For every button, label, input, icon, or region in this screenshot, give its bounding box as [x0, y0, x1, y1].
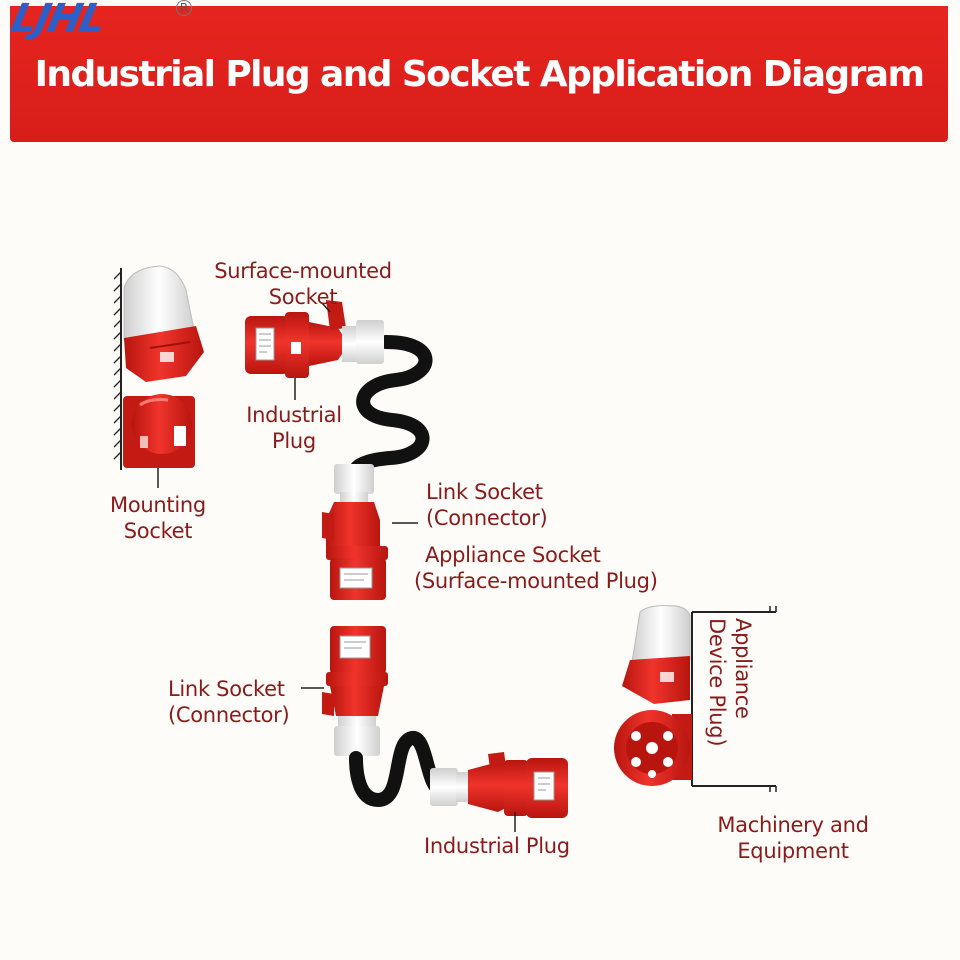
label-line: Surface-mounted [214, 259, 392, 283]
label-appliance-socket: Appliance Socket (Surface-mounted Plug) [414, 542, 658, 594]
label-line: Socket [123, 519, 193, 543]
cable-top [349, 335, 433, 477]
label-link-socket-bottom: Link Socket (Connector) [168, 676, 290, 728]
label-surface-mounted-socket: Surface-mounted Socket [196, 258, 410, 310]
label-line: Link Socket [426, 480, 543, 504]
label-line: Mounting [110, 493, 206, 517]
label-line: Equipment [737, 839, 849, 863]
label-machinery-equipment: Machinery and Equipment [700, 812, 886, 864]
appliance-inlet-face [614, 710, 692, 786]
leader-lines [157, 302, 516, 832]
label-link-socket-top: Link Socket (Connector) [426, 479, 548, 531]
wall-left [113, 268, 122, 470]
label-line: Appliance Socket [425, 543, 601, 567]
label-line: Socket [268, 285, 338, 309]
header-banner: Industrial Plug and Socket Application D… [10, 6, 948, 142]
label-line: Link Socket [168, 677, 285, 701]
label-line: (Connector) [426, 506, 548, 530]
label-line: (Surface-mounted Plug) [414, 569, 658, 593]
label-line: Machinery and [717, 813, 869, 837]
registered-mark-icon: R [176, 0, 192, 16]
label-line: Plug [272, 429, 316, 453]
label-industrial-plug-top: Industrial Plug [226, 402, 362, 454]
appliance-socket-angled [622, 605, 691, 704]
label-appliance-device-plug: Appliance Device Plug) [704, 618, 756, 746]
industrial-plug-bottom-device [430, 752, 568, 818]
label-mounting-socket: Mounting Socket [88, 492, 228, 544]
label-industrial-plug-bottom: Industrial Plug [424, 834, 570, 858]
surface-socket-plug-assembly [245, 300, 384, 378]
label-line: Industrial [246, 403, 342, 427]
link-socket-connector-top [322, 464, 388, 600]
cable-bottom [349, 731, 449, 808]
label-line: (Connector) [168, 703, 290, 727]
label-line: Device Plug) [705, 618, 729, 747]
link-socket-connector-bottom [322, 626, 388, 756]
mounting-socket-device [123, 394, 195, 468]
wall-socket-angled [123, 265, 204, 382]
label-line: Appliance [731, 618, 755, 719]
page-title: Industrial Plug and Socket Application D… [34, 54, 925, 95]
